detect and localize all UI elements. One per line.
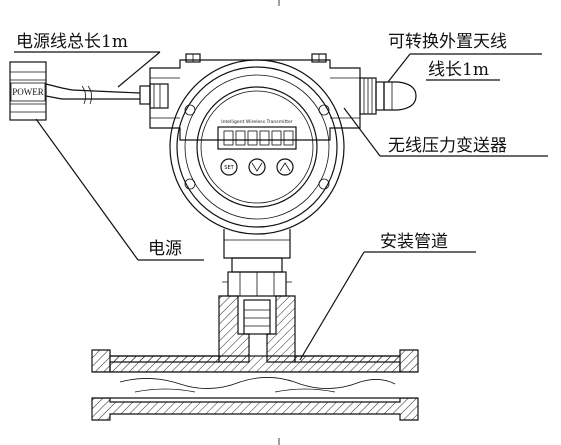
- transmitter-housing: [149, 53, 361, 141]
- antenna-connector: [359, 77, 417, 115]
- label-antenna-cable-1: 可转换外置天线: [388, 32, 507, 52]
- chevron-down-icon: [251, 162, 263, 172]
- lcd-display: [217, 126, 297, 150]
- set-button[interactable]: SET: [220, 158, 238, 176]
- leader-lines: [14, 51, 548, 361]
- label-antenna-cable-2: 线长1m: [428, 60, 489, 80]
- display-face: Intelligent Wireless Transmitter SET: [169, 59, 345, 235]
- label-pipe: 安装管道: [380, 232, 448, 252]
- up-button[interactable]: [276, 158, 294, 176]
- chevron-up-icon: [279, 162, 291, 172]
- set-button-label: SET: [224, 165, 234, 171]
- label-power-supply: 电源: [148, 239, 182, 259]
- transmitter-stem: [222, 229, 292, 297]
- label-power-cable: 电源线总长1m: [16, 32, 128, 52]
- pipe: [91, 295, 419, 421]
- power-cable: [45, 83, 151, 105]
- brand-text: Intelligent Wireless Transmitter: [221, 119, 293, 125]
- power-box: POWER: [9, 61, 47, 121]
- label-transmitter: 无线压力变送器: [388, 136, 507, 156]
- flow-line: [119, 377, 396, 389]
- power-box-label: POWER: [12, 87, 44, 97]
- down-button[interactable]: [248, 158, 266, 176]
